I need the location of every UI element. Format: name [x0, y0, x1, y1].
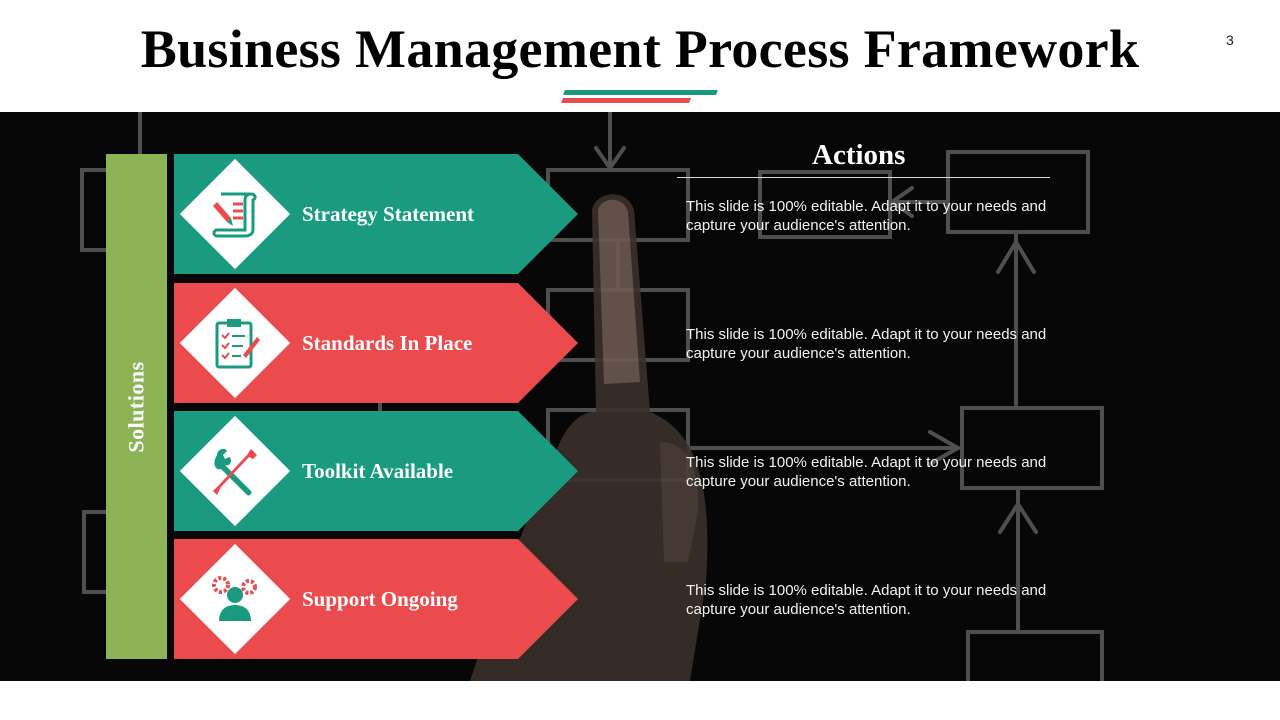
arrow-label: Support Ongoing — [302, 586, 458, 611]
solutions-vertical-bar: Solutions — [106, 154, 167, 659]
arrow-shape — [174, 283, 578, 403]
title-underline-teal — [563, 90, 718, 95]
arrow-label: Toolkit Available — [302, 458, 454, 483]
action-text-4: This slide is 100% editable. Adapt it to… — [686, 582, 1047, 618]
arrow-shape — [174, 154, 578, 274]
title-underline-red — [561, 98, 691, 103]
process-arrow-strategy-statement: Strategy Statement — [174, 154, 578, 274]
process-arrow-support-ongoing: Support Ongoing — [174, 539, 578, 659]
arrow-shape — [174, 411, 578, 531]
icon-diamond — [179, 287, 291, 399]
document-pen-icon — [212, 192, 257, 238]
arrow-shape — [174, 539, 578, 659]
icon-diamond — [179, 415, 291, 527]
icon-diamond — [179, 543, 291, 655]
actions-divider — [677, 177, 1050, 178]
slide-title: Business Management Process Framework — [140, 19, 1140, 79]
chalkboard-background: Solutions Strategy Statement — [0, 112, 1280, 681]
process-arrow-toolkit-available: Toolkit Available — [174, 411, 578, 531]
icon-diamond — [179, 158, 291, 270]
action-text-3: This slide is 100% editable. Adapt it to… — [686, 454, 1047, 490]
action-text-1: This slide is 100% editable. Adapt it to… — [686, 198, 1047, 234]
arrow-label: Strategy Statement — [302, 201, 475, 226]
slide-number: 3 — [1226, 32, 1234, 48]
person-gears-icon — [212, 576, 257, 621]
actions-heading: Actions — [812, 139, 906, 171]
process-arrow-standards-in-place: Standards In Place — [174, 283, 578, 403]
arrow-label: Standards In Place — [302, 330, 473, 355]
checklist-clipboard-icon — [215, 319, 260, 369]
solutions-label: Solutions — [123, 360, 149, 453]
wrench-screwdriver-icon — [213, 448, 257, 496]
footer-strip — [0, 681, 1280, 720]
action-text-2: This slide is 100% editable. Adapt it to… — [686, 326, 1047, 362]
